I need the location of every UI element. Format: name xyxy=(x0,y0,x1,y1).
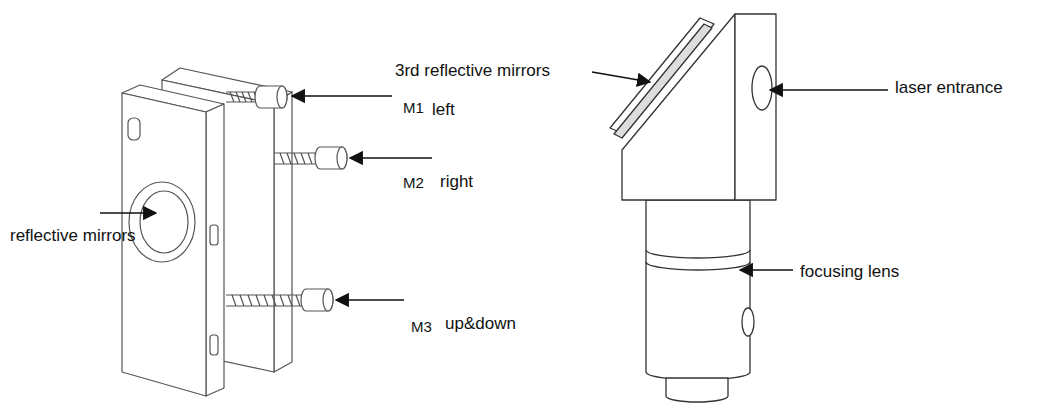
leader-arrow xyxy=(740,269,793,271)
mirror-block-side xyxy=(735,14,776,200)
leader-arrow xyxy=(100,212,156,214)
leader-arrow xyxy=(350,157,432,159)
callout-number: M3 xyxy=(411,318,432,336)
callout-number: M1 xyxy=(403,99,424,117)
leader-arrow xyxy=(336,299,404,301)
screw-thread xyxy=(274,153,320,164)
leader-arrow xyxy=(770,89,888,91)
leader-arrow xyxy=(292,95,392,97)
screw-head-end xyxy=(323,289,333,311)
leader-arrow xyxy=(592,72,650,82)
side-port xyxy=(742,308,754,336)
slot xyxy=(210,335,218,355)
slot xyxy=(210,225,218,245)
screw-head xyxy=(255,86,287,108)
part-label: up&down xyxy=(445,314,516,334)
lens-tube xyxy=(646,200,750,380)
screw-head-end xyxy=(277,86,287,108)
part-label: 3rd reflective mirrors xyxy=(395,61,550,81)
mirror-glass xyxy=(614,24,712,138)
tube-ring xyxy=(646,250,750,270)
laser-entrance-hole xyxy=(752,66,772,110)
mirror-hole xyxy=(129,182,195,262)
slot xyxy=(128,118,140,140)
rear-plate-side xyxy=(274,92,292,372)
part-label: reflective mirrors xyxy=(10,226,136,246)
callout-number: M2 xyxy=(403,174,424,192)
part-label: left xyxy=(432,100,455,120)
nozzle xyxy=(666,378,728,402)
screw-head xyxy=(315,147,347,169)
front-plate-side xyxy=(206,104,224,396)
screw-head xyxy=(301,289,333,311)
part-label: focusing lens xyxy=(800,262,899,282)
part-label: right xyxy=(440,172,473,192)
part-label: laser entrance xyxy=(895,78,1003,98)
screw-head-end xyxy=(337,147,347,169)
screw-thread xyxy=(226,295,306,306)
mirror-disc xyxy=(140,191,188,253)
